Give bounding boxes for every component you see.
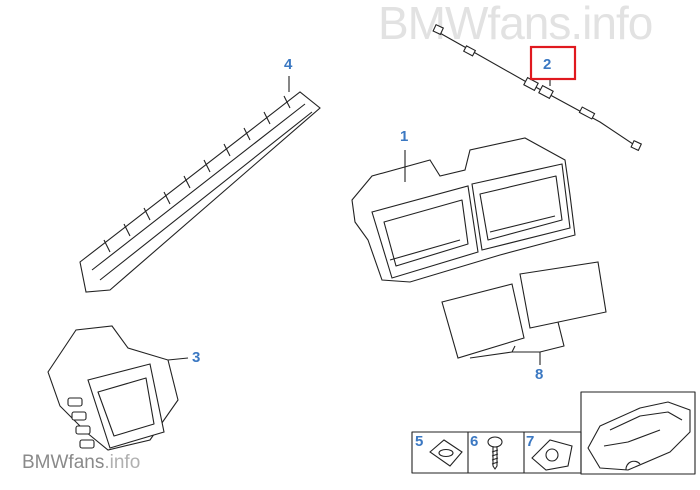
- watermark-brand: BMWfans: [22, 452, 105, 473]
- callout-3[interactable]: 3: [192, 349, 201, 366]
- highlight-box: [529, 45, 577, 81]
- part-6-screw[interactable]: [487, 436, 503, 470]
- part-2-cable[interactable]: [432, 23, 643, 152]
- callout-1[interactable]: 1: [400, 128, 409, 145]
- callout-2[interactable]: 2: [543, 56, 552, 73]
- part-3-side-vent[interactable]: [47, 325, 189, 451]
- part-5-clip-nut[interactable]: [429, 439, 463, 467]
- part-4-defroster-nozzle[interactable]: [79, 76, 321, 293]
- part-8-foam-pads[interactable]: [441, 261, 607, 365]
- callout-7[interactable]: 7: [526, 433, 535, 450]
- car-reference-image: [580, 391, 696, 475]
- watermark-bottom: BMWfans.info: [22, 452, 140, 474]
- callout-4[interactable]: 4: [284, 56, 293, 73]
- callout-8[interactable]: 8: [535, 366, 544, 383]
- part-1-center-vent[interactable]: [351, 137, 576, 283]
- watermark-top: BMWfans.info: [378, 0, 653, 49]
- callout-6[interactable]: 6: [470, 433, 479, 450]
- part-7-clip[interactable]: [531, 439, 573, 471]
- callout-5[interactable]: 5: [415, 433, 424, 450]
- watermark-suffix: .info: [104, 452, 141, 473]
